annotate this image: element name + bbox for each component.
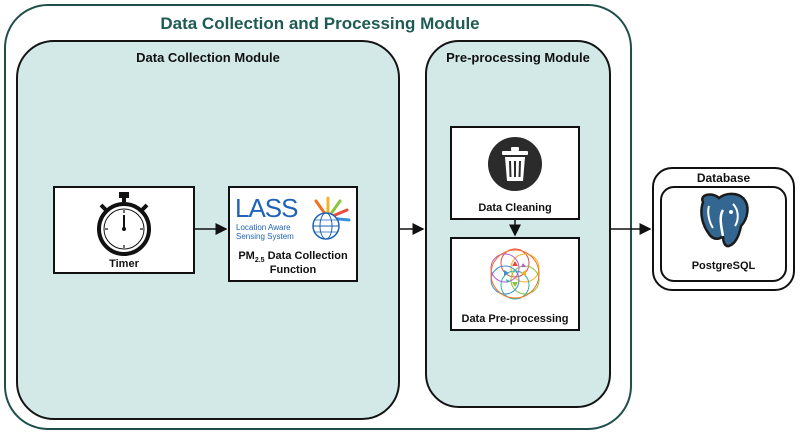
lass-card: LASS Location Aware Sensing System PM2.5…: [228, 186, 358, 282]
lass-caption-line1: PM2.5 Data Collection: [238, 250, 348, 265]
data-preprocessing-card: Data Pre-processing: [450, 237, 580, 331]
stopwatch-icon: [97, 192, 151, 256]
lass-tagline-1: Location Aware: [236, 223, 291, 232]
spirograph-icon: [490, 248, 540, 300]
database-title: Database: [696, 171, 751, 185]
trash-can-icon: [488, 137, 542, 191]
timer-label: Timer: [109, 258, 139, 270]
preprocessing-module: [425, 40, 611, 408]
preprocessing-module-title: Pre-processing Module: [446, 50, 590, 65]
postgresql-label: PostgreSQL: [691, 260, 756, 272]
diagram-title: Data Collection and Processing Module: [160, 14, 480, 33]
lass-globe-icon: [312, 196, 351, 240]
data-preprocessing-label: Data Pre-processing: [461, 313, 569, 325]
lass-logo-text: LASS: [235, 193, 298, 223]
lass-caption-line2: Function: [269, 264, 317, 276]
postgresql-elephant-icon: [700, 192, 749, 248]
timer-card: Timer: [53, 186, 195, 274]
data-cleaning-card: Data Cleaning: [450, 126, 580, 220]
lass-tagline-2: Sensing System: [236, 232, 294, 241]
postgresql-card: PostgreSQL: [660, 186, 787, 282]
data-cleaning-label: Data Cleaning: [478, 202, 552, 214]
data-collection-module-title: Data Collection Module: [136, 50, 280, 65]
